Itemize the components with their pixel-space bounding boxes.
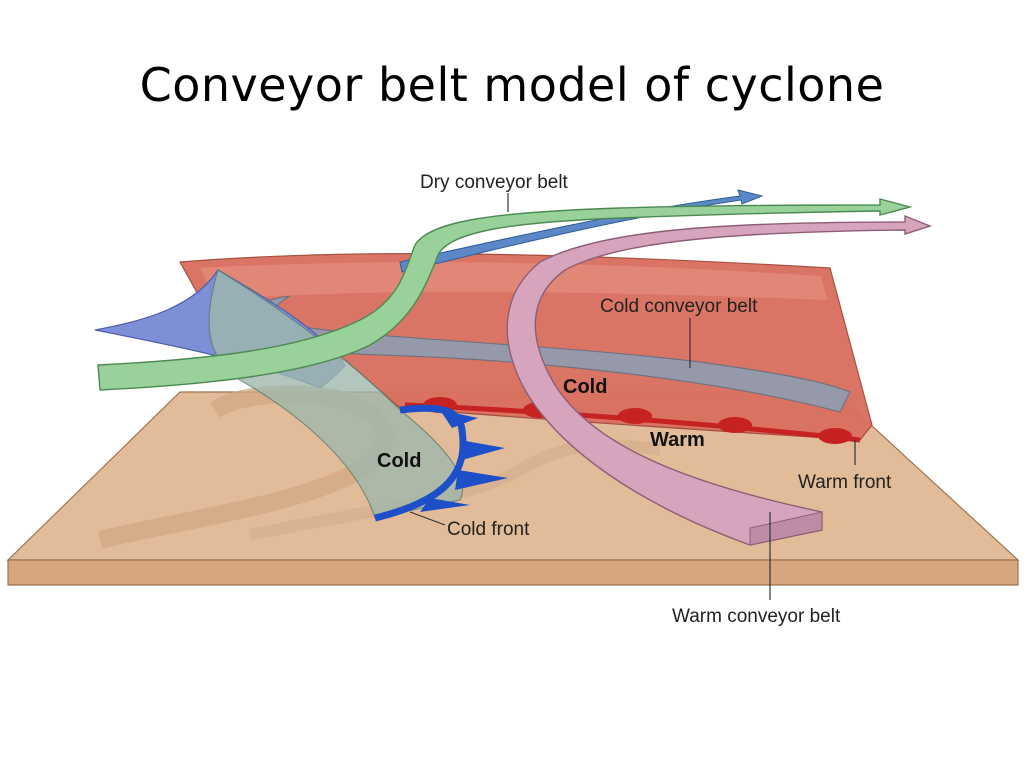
warm-conveyor-belt bbox=[506, 214, 933, 546]
warm-conveyor-belt-body bbox=[506, 214, 933, 546]
cold-front-barb bbox=[455, 470, 508, 490]
label-dry-conveyor-belt: Dry conveyor belt bbox=[420, 172, 569, 193]
label-cold-conveyor-belt: Cold conveyor belt bbox=[600, 296, 758, 317]
dry-conveyor-belt bbox=[97, 189, 913, 391]
label-warm-conveyor-belt: Warm conveyor belt bbox=[672, 606, 841, 627]
ground-front-edge bbox=[7, 559, 1019, 586]
leader-lines bbox=[409, 193, 856, 600]
label-cold-air-lower: Cold bbox=[377, 450, 421, 472]
cold-front-barb bbox=[440, 410, 478, 428]
label-cold-air-upper: Cold bbox=[563, 376, 607, 398]
warm-conveyor-belt-edge bbox=[749, 511, 823, 546]
label-warm-front: Warm front bbox=[798, 472, 892, 493]
label-warm-air: Warm bbox=[650, 429, 705, 451]
warm-front-bump bbox=[618, 408, 652, 424]
cold-front-line bbox=[374, 404, 508, 522]
warm-front-bump bbox=[718, 417, 752, 433]
cold-front-path bbox=[374, 404, 467, 522]
warm-front-bump bbox=[818, 428, 852, 444]
cold-front-barb bbox=[460, 440, 505, 460]
warm-sector-highlight bbox=[200, 262, 828, 300]
slide-title: Conveyor belt model of cyclone bbox=[139, 58, 885, 112]
label-cold-front: Cold front bbox=[447, 519, 530, 540]
leader-cold-front bbox=[409, 511, 446, 526]
dry-conveyor-belt-body bbox=[97, 198, 913, 391]
cold-front-barb bbox=[420, 498, 470, 512]
